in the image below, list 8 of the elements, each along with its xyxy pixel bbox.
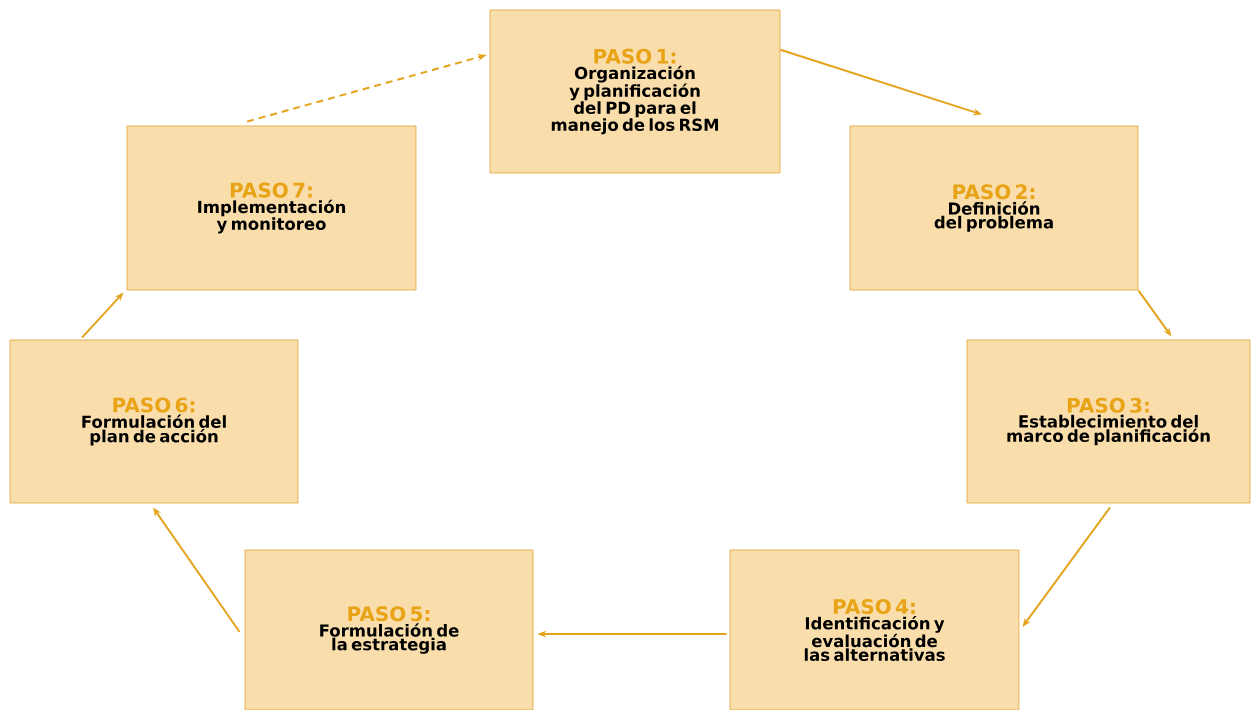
step-box: PASO 5: Formulación de la estrategia: [244, 549, 534, 710]
arrow: [1022, 506, 1111, 627]
step-box: PASO 3: Establecimiento del marco de planificación: [966, 339, 1251, 504]
step-box: PASO 4: Identificación y evaluación de las alternativas: [729, 549, 1020, 710]
step-box: PASO 1: Organización y planificación del PD para el manejo de los RSM: [489, 9, 781, 174]
step-box: PASO 6: Formulación del plan de acción: [9, 339, 299, 504]
step-box: PASO 2: Definición del problema: [849, 125, 1139, 291]
step-box: PASO 7: Implementación y monitoreo: [126, 125, 417, 291]
